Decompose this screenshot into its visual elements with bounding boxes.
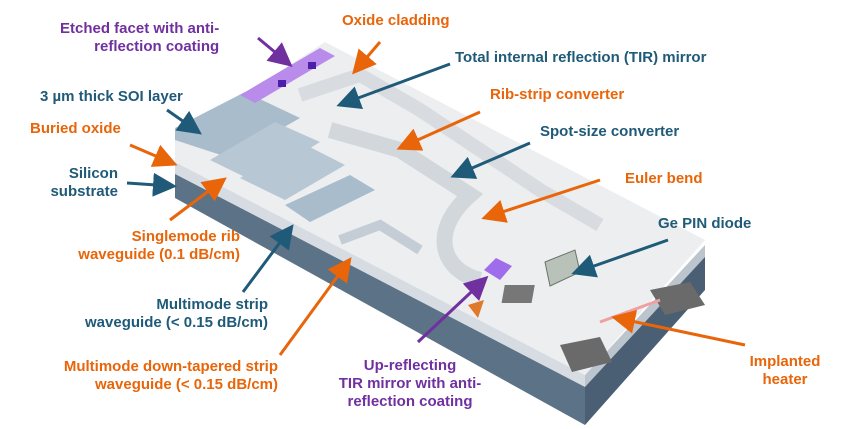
arrow <box>241 224 294 293</box>
arrow <box>416 275 489 344</box>
up-reflecting-mirror <box>484 258 512 280</box>
arrow <box>481 178 601 223</box>
label-line: substrate <box>50 183 118 200</box>
label-line: waveguide (< 0.15 dB/cm) <box>95 376 278 393</box>
soi-rib <box>240 142 345 200</box>
label-etched-facet: Etched facet with anti-reflection coatin… <box>60 20 219 56</box>
arrow <box>126 172 177 197</box>
label-line: heater <box>762 371 808 388</box>
label-line: Silicon <box>68 165 118 182</box>
label-buried-oxide: Buried oxide <box>30 120 121 137</box>
label-ge-pin: Ge PIN diode <box>658 215 752 232</box>
label-line: Etched facet with anti- <box>60 20 220 37</box>
arrow <box>611 309 746 347</box>
label-line: Up-reflecting <box>363 357 457 374</box>
label-spot-size: Spot-size converter <box>540 123 680 140</box>
label-tir-mirror: Total internal reflection (TIR) mirror <box>455 49 707 66</box>
arrow <box>129 143 178 167</box>
soi-block <box>175 92 300 158</box>
label-euler-bend: Euler bend <box>625 170 703 187</box>
orange-marker <box>468 300 484 318</box>
cladding-top <box>175 42 705 375</box>
arrow <box>169 177 227 222</box>
label-line: Implanted <box>749 353 821 370</box>
label-line: Multimode down-tapered strip <box>63 358 278 375</box>
label-line: TIR mirror with anti- <box>338 375 482 392</box>
arrow <box>336 62 451 110</box>
soi-rib <box>285 175 375 222</box>
label-line: reflection coating <box>347 393 473 410</box>
arrow <box>450 141 531 179</box>
arrow <box>257 36 293 67</box>
arrow <box>352 41 382 75</box>
etched-facet-coating <box>240 48 335 103</box>
contact-pad <box>501 285 535 303</box>
label-soi-layer: 3 µm thick SOI layer <box>40 88 183 105</box>
label-rib-strip: Rib-strip converter <box>490 86 625 103</box>
label-oxide-cladding: Oxide cladding <box>342 12 450 29</box>
arrow <box>571 238 669 278</box>
label-line: reflection coating <box>94 38 220 55</box>
buried-oxide-front <box>175 162 585 387</box>
soi-rib <box>210 122 320 182</box>
heater-pad <box>560 337 612 372</box>
label-line: waveguide (0.1 dB/cm) <box>78 246 240 263</box>
label-line: Multimode strip <box>156 296 268 313</box>
waveguide-path <box>338 219 423 255</box>
arrow <box>396 110 481 151</box>
arrow <box>278 257 352 356</box>
facet-mark <box>308 62 316 69</box>
label-line: waveguide (< 0.15 dB/cm) <box>85 314 268 331</box>
buried-oxide-right <box>585 245 705 387</box>
waveguide-path <box>327 122 484 288</box>
label-line: Singlemode rib <box>131 228 240 245</box>
heater-pad <box>650 282 705 315</box>
arrow <box>166 108 202 135</box>
facet-mark <box>278 80 286 87</box>
